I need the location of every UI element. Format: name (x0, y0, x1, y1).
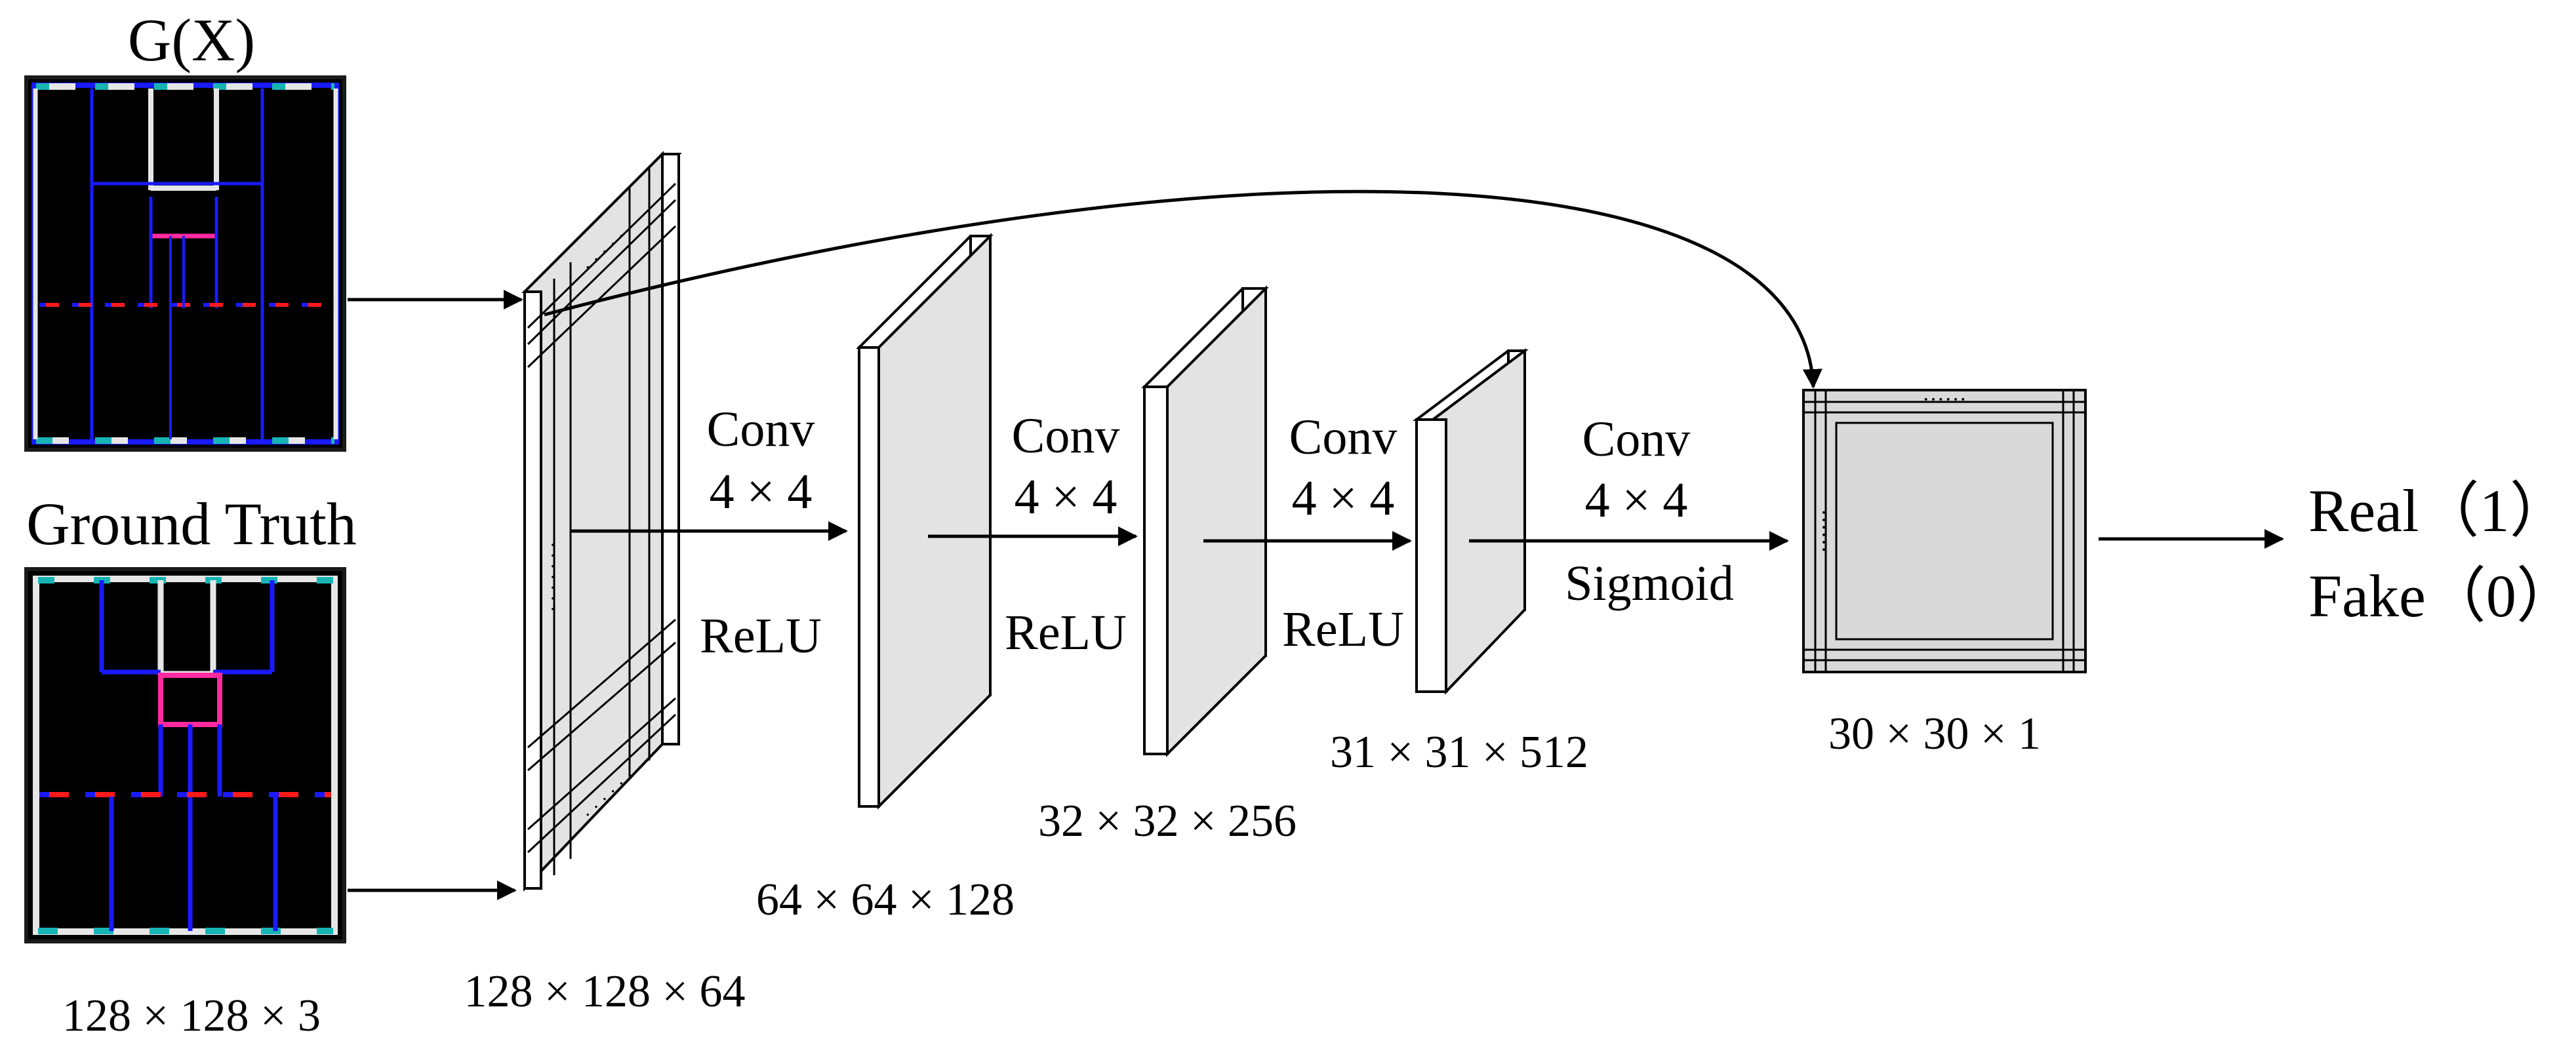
fake-label: Fake（0） (2308, 563, 2576, 629)
svg-text:······: ······ (1922, 387, 1967, 412)
real-label: Real（1） (2308, 477, 2570, 544)
op-1-conv: Conv (707, 402, 815, 457)
output-patch-map: ······ ······ (1802, 387, 2087, 673)
svg-text:· · · · · · ·: · · · · · · · (542, 542, 562, 612)
generated-image-label: G(X) (128, 7, 255, 73)
op-2-kernel: 4 × 4 (1015, 469, 1117, 524)
skip-connection-arrow (544, 189, 1822, 389)
op-4-kernel: 4 × 4 (1585, 473, 1688, 528)
layer-1-dims: 128 × 128 × 64 (464, 966, 746, 1017)
op-2-activation: ReLU (1005, 605, 1127, 660)
op-4-activation: Sigmoid (1565, 556, 1734, 611)
layer-5-dims: 30 × 30 × 1 (1828, 709, 2041, 759)
layer-2-dims: 64 × 64 × 128 (756, 875, 1015, 925)
ground-truth-label: Ground Truth (26, 490, 357, 557)
input-dims-label: 128 × 128 × 3 (62, 991, 321, 1041)
op-1-activation: ReLU (700, 608, 822, 663)
layer-4-block (1413, 348, 1529, 695)
layer-4-dims: 31 × 31 × 512 (1330, 727, 1588, 778)
layer-3-block (1141, 285, 1269, 757)
layer-2-block (856, 233, 994, 810)
op-4-conv: Conv (1582, 412, 1691, 467)
op-3-kernel: 4 × 4 (1292, 471, 1395, 526)
op-1-kernel: 4 × 4 (710, 464, 813, 519)
generated-floorplan-image (24, 75, 346, 452)
layer-1-block: · · · · · · · · · · · · · · · · · · · (521, 151, 682, 892)
op-2-conv: Conv (1012, 408, 1120, 464)
op-3-conv: Conv (1289, 410, 1398, 465)
op-3-activation: ReLU (1282, 602, 1404, 657)
layer-3-dims: 32 × 32 × 256 (1038, 796, 1297, 846)
svg-text:······: ······ (1811, 509, 1836, 553)
ground-truth-floorplan-image (24, 567, 346, 943)
